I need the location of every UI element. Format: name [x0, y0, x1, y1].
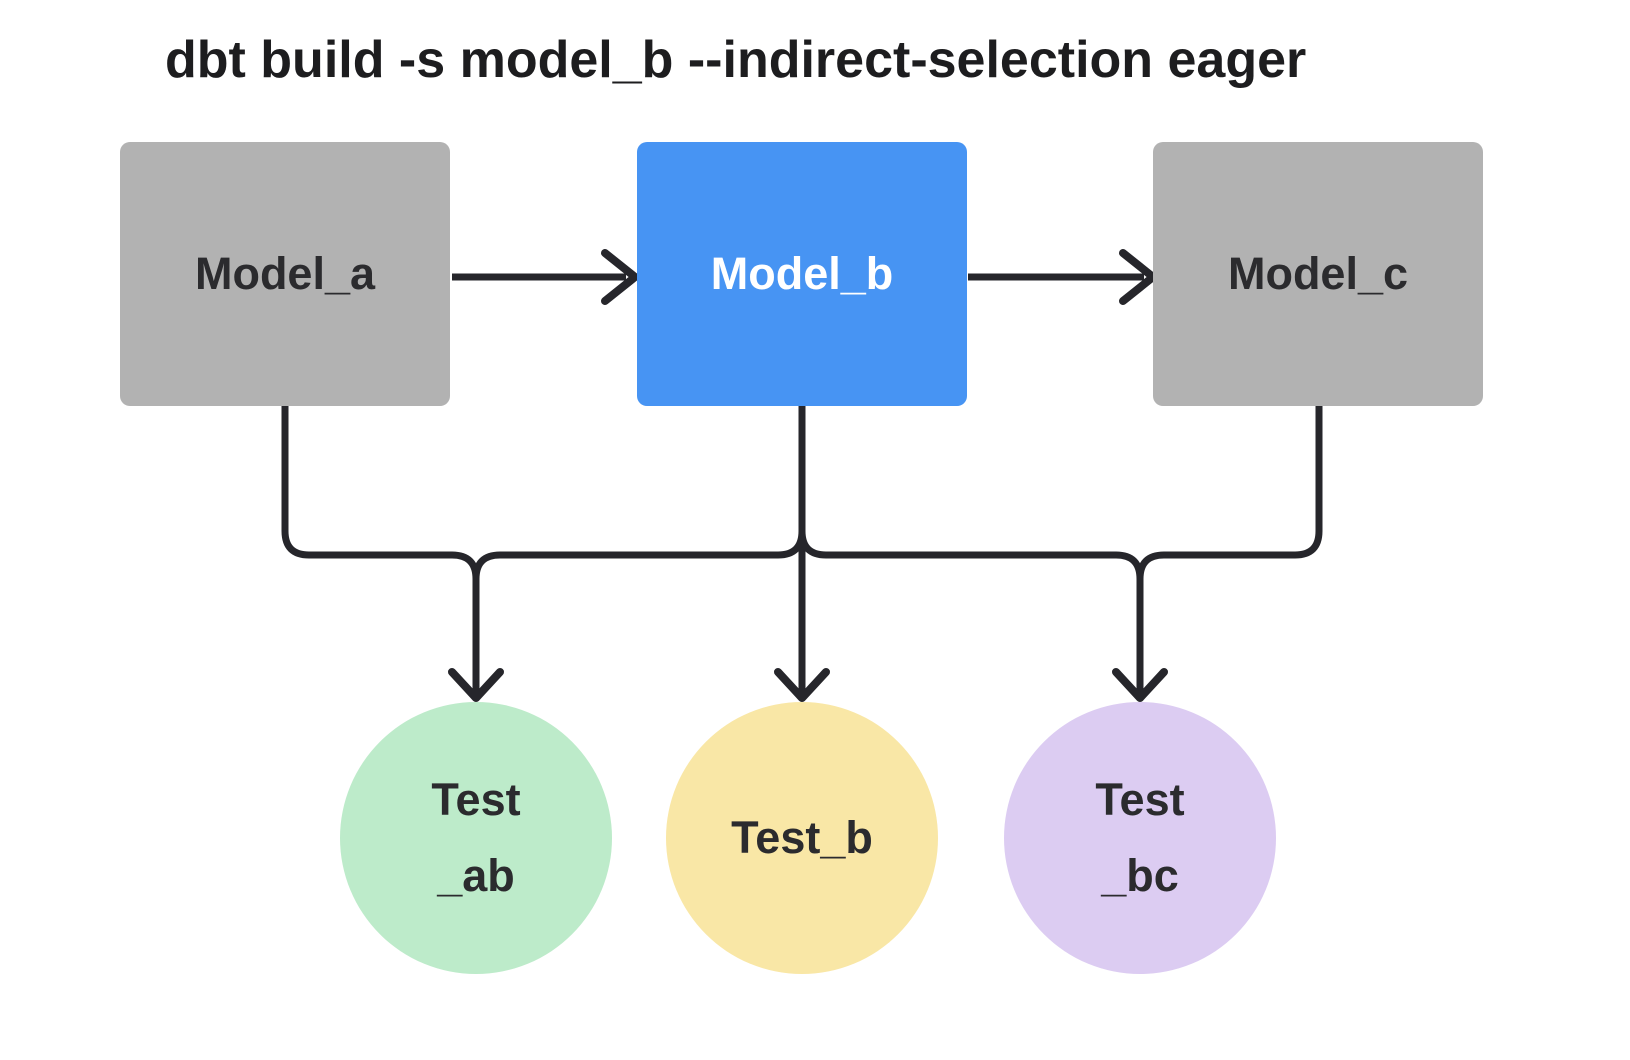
edge-model-a-test-ab	[281, 406, 480, 692]
edge-model-b-model-c	[968, 249, 1157, 305]
edge-model-a-model-b	[452, 249, 639, 305]
node-model-c: Model_c	[1153, 142, 1483, 406]
node-model-b-label: Model_b	[710, 248, 894, 299]
node-model-b: Model_b	[637, 142, 967, 406]
arrowhead-down-icon	[774, 668, 830, 702]
edge-model-b-test-bc	[798, 406, 1144, 692]
diagram-title: dbt build -s model_b --indirect-selectio…	[165, 31, 1307, 89]
node-model-a-label: Model_a	[194, 248, 376, 299]
node-test-bc-label-line1: Test	[1095, 773, 1185, 825]
node-test-ab: Test _ab	[340, 702, 612, 974]
edge-model-c-test-bc	[1136, 406, 1323, 692]
node-test-b: Test_b	[666, 702, 938, 974]
arrowhead-right-icon	[601, 249, 639, 305]
node-test-bc: Test _bc	[1004, 702, 1276, 974]
node-test-b-label: Test_b	[731, 811, 873, 863]
edge-model-b-test-ab	[472, 406, 806, 692]
node-test-ab-label-line2: _ab	[437, 850, 515, 901]
arrowhead-down-icon	[448, 668, 504, 702]
node-test-bc-label-line2: _bc	[1101, 850, 1179, 901]
node-model-a: Model_a	[120, 142, 450, 406]
node-test-ab-label-line1: Test	[431, 773, 521, 825]
node-model-c-label: Model_c	[1227, 248, 1409, 299]
arrowhead-down-icon	[1112, 668, 1168, 702]
